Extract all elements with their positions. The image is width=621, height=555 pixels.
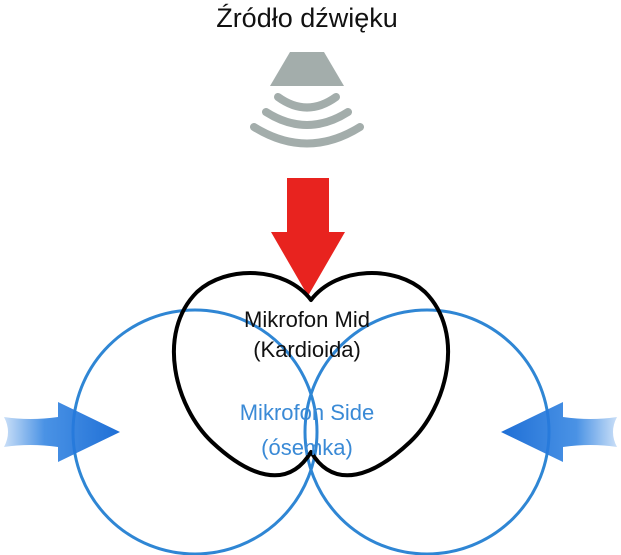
mid-mic-label: Mikrofon Mid	[244, 307, 370, 332]
speaker-icon	[250, 52, 364, 148]
mid-arrow	[271, 178, 345, 296]
side-mic-type: (ósemka)	[261, 435, 353, 460]
mid-mic-type: (Kardioida)	[253, 337, 361, 362]
mid-pattern	[172, 271, 450, 478]
right-side-arrow	[501, 402, 617, 462]
side-mic-label: Mikrofon Side	[240, 400, 375, 425]
left-side-arrow	[4, 402, 120, 462]
source-title: Źródło dźwięku	[216, 3, 398, 33]
